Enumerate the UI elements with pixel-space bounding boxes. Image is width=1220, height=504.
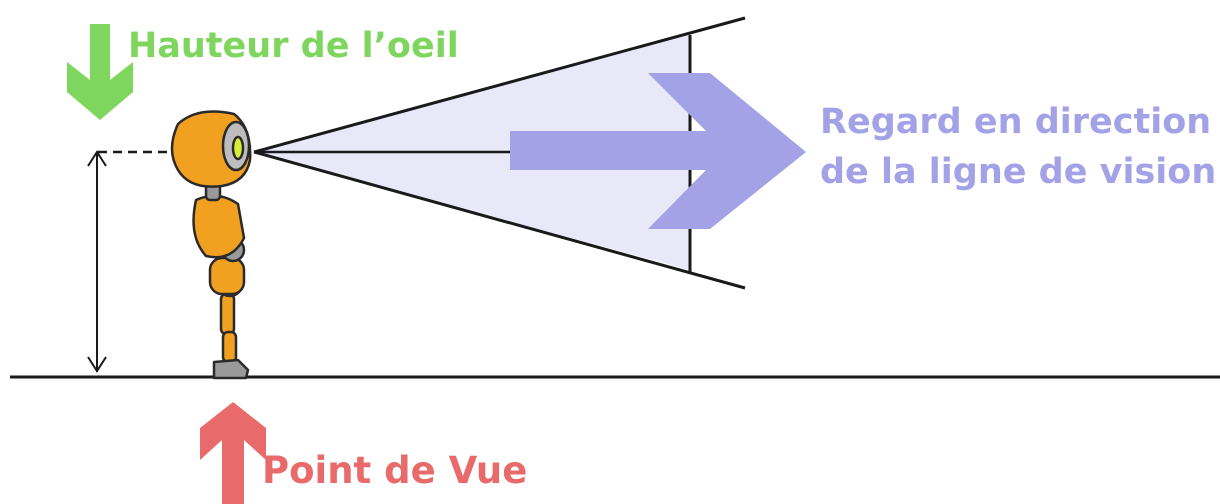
point-of-view-label: Point de Vue [262,449,528,492]
gaze-direction-label: Regard en direction de la ligne de visio… [820,97,1216,197]
down-arrow-icon [67,24,133,120]
height-arrow-bottom [87,356,107,373]
gaze-arrow-icon [510,73,806,229]
height-arrow-top [87,150,107,167]
gaze-label-line-1: Regard en direction [820,102,1212,142]
gaze-label-line-2: de la ligne de vision [820,152,1217,192]
frustum-bottom-edge [253,150,746,290]
eye-height-label: Hauteur de l’oeil [128,26,459,66]
robot-figure [170,110,252,380]
frustum-top-edge [253,16,746,154]
up-arrow-icon [200,402,266,504]
